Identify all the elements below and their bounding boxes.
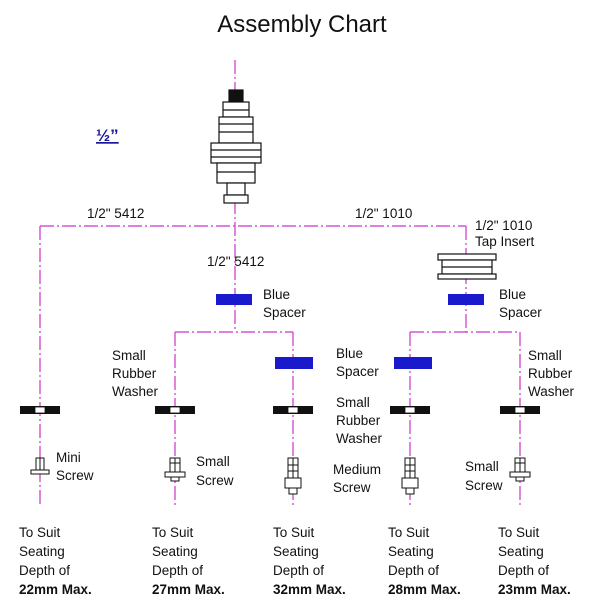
medium-screw-label-2: Screw xyxy=(333,480,371,495)
washer-icon xyxy=(155,406,195,414)
chart-title: Assembly Chart xyxy=(217,11,387,38)
blue-spacer-right-label-2: Spacer xyxy=(499,305,542,320)
right-branch-label: 1/2" 1010 xyxy=(355,206,412,221)
depth-5-line-1: To Suit xyxy=(498,525,540,540)
blue-spacer-center-label-2: Spacer xyxy=(263,305,306,320)
depth-5-line-3: Depth of xyxy=(498,563,549,578)
washer-right-label-2: Rubber xyxy=(528,366,573,381)
small-screw-icon xyxy=(164,457,186,482)
depth-4-line-1: To Suit xyxy=(388,525,430,540)
depth-1-line-2: Seating xyxy=(19,544,65,559)
blue-spacer-mid-label-2: Spacer xyxy=(336,364,379,379)
washer-right-label-3: Washer xyxy=(528,384,575,399)
blue-spacer-mid-left xyxy=(275,357,313,369)
washer-icon xyxy=(20,406,60,414)
blue-spacer-right-label-1: Blue xyxy=(499,287,526,302)
tap-insert-label-2: Tap Insert xyxy=(475,234,535,249)
blue-spacer-mid-right xyxy=(394,357,432,369)
depth-4-line-4: 28mm Max. xyxy=(388,582,461,597)
washer-icon xyxy=(273,406,313,414)
washer-left-label-3: Washer xyxy=(112,384,159,399)
small-screw-icon-2 xyxy=(509,457,531,482)
mini-screw-icon xyxy=(30,457,50,475)
depth-4-line-2: Seating xyxy=(388,544,434,559)
tap-valve-icon xyxy=(210,89,262,204)
washer-left-label-2: Rubber xyxy=(112,366,157,381)
medium-screw-icon xyxy=(284,457,302,495)
tap-insert-label-1: 1/2" 1010 xyxy=(475,218,532,233)
depth-2-line-3: Depth of xyxy=(152,563,203,578)
washer-mid-label-3: Washer xyxy=(336,431,383,446)
small-screw-2-label-2: Screw xyxy=(465,478,503,493)
size-label: ½” xyxy=(96,126,119,145)
depth-3-line-1: To Suit xyxy=(273,525,315,540)
blue-spacer-right xyxy=(448,294,484,305)
mini-screw-label-1: Mini xyxy=(56,450,81,465)
left-branch-label: 1/2" 5412 xyxy=(87,206,144,221)
washer-mid-label-2: Rubber xyxy=(336,413,381,428)
small-screw-1-label-2: Screw xyxy=(196,473,234,488)
blue-spacer-mid-label-1: Blue xyxy=(336,346,363,361)
depth-2-line-2: Seating xyxy=(152,544,198,559)
blue-spacer-center xyxy=(216,294,252,305)
washer-right-label-1: Small xyxy=(528,348,562,363)
depth-3-line-3: Depth of xyxy=(273,563,324,578)
blue-spacer-center-label-1: Blue xyxy=(263,287,290,302)
depth-1-line-1: To Suit xyxy=(19,525,61,540)
depth-5-line-4: 23mm Max. xyxy=(498,582,571,597)
depth-2-line-4: 27mm Max. xyxy=(152,582,225,597)
depth-2-line-1: To Suit xyxy=(152,525,194,540)
mini-screw-label-2: Screw xyxy=(56,468,94,483)
washers xyxy=(20,406,540,414)
center-branch-label: 1/2" 5412 xyxy=(207,254,264,269)
depth-labels: To Suit Seating Depth of 22mm Max. To Su… xyxy=(19,525,571,597)
depth-4-line-3: Depth of xyxy=(388,563,439,578)
medium-screw-icon-2 xyxy=(401,457,419,495)
medium-screw-label-1: Medium xyxy=(333,462,381,477)
depth-3-line-4: 32mm Max. xyxy=(273,582,346,597)
washer-mid-label-1: Small xyxy=(336,395,370,410)
depth-5-line-2: Seating xyxy=(498,544,544,559)
small-screw-2-label-1: Small xyxy=(465,459,499,474)
depth-1-line-3: Depth of xyxy=(19,563,70,578)
depth-3-line-2: Seating xyxy=(273,544,319,559)
washer-icon xyxy=(390,406,430,414)
washer-icon xyxy=(500,406,540,414)
tap-insert-icon xyxy=(437,253,497,280)
small-screw-1-label-1: Small xyxy=(196,454,230,469)
washer-left-label-1: Small xyxy=(112,348,146,363)
depth-1-line-4: 22mm Max. xyxy=(19,582,92,597)
